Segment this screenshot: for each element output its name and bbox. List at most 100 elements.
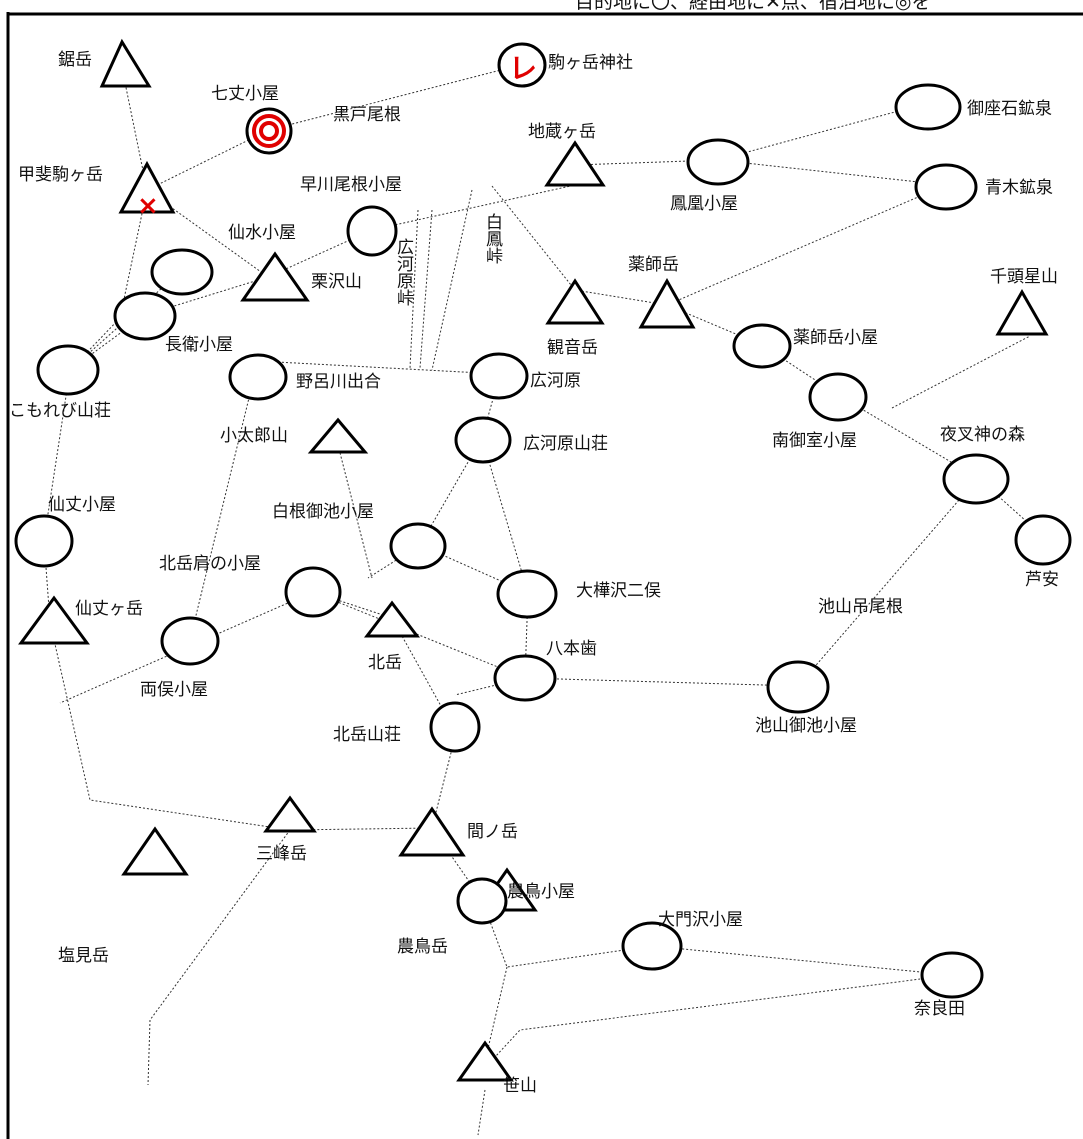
hut-chobee-goya (113, 291, 177, 341)
label-aoki-kosen: 青木鉱泉 (985, 178, 1053, 198)
hut-hoo-goya (686, 138, 750, 186)
label-ikeyama-tsurione: 池山吊尾根 (818, 597, 903, 617)
hut-hirogawara-sanso (454, 416, 512, 464)
route-hirogawara-toge-b (419, 209, 433, 369)
label-kitadake-katanokoya: 北岳肩の小屋 (159, 554, 261, 574)
label-norogawa-deai: 野呂川出合 (296, 372, 381, 392)
hut-gozaishi-kosen (894, 83, 962, 131)
peak-nokodake (99, 38, 152, 88)
peak-yakushidake (638, 277, 696, 329)
peak-sasayama (456, 1040, 514, 1082)
hut-kitadake-sanso (429, 701, 481, 753)
label-ikeyama-oike-goya: 池山御池小屋 (755, 716, 857, 736)
label-komorebi-sanso: こもれび山荘 (9, 401, 111, 421)
lodging-mark-inner (259, 121, 279, 141)
label-ashiyasu: 芦安 (1025, 570, 1059, 590)
label-gozaishi-kosen: 御座石鉱泉 (967, 99, 1052, 119)
route-hoo-gozaishi (717, 102, 929, 161)
label-ainodake: 間ノ岳 (467, 822, 518, 842)
route-sanso-shirane (367, 437, 483, 579)
label-yakushidake: 薬師岳 (628, 255, 679, 275)
label-shirane-oike-goya: 白根御池小屋 (272, 502, 374, 522)
label-narada: 奈良田 (914, 999, 965, 1019)
peak-kotarouyama (307, 417, 369, 454)
label-chobee-goya: 長衛小屋 (165, 335, 233, 355)
label-yashajin-no-mori: 夜叉神の森 (940, 425, 1025, 445)
label-notoridake: 農鳥岳 (397, 937, 448, 957)
route-hirogawara-sanso (481, 373, 501, 439)
label-mitsumine: 三峰岳 (256, 844, 307, 864)
route-ikeyama-yasha (797, 477, 979, 687)
peaks (18, 38, 1049, 1082)
hut-kitadake-katanokoya (284, 566, 342, 618)
peak-senzugaboshiyama (995, 288, 1049, 336)
label-hoo-toge: 白鳳峠 (482, 213, 503, 264)
route-hoo-toge-descent (431, 189, 473, 371)
hut-minamiomuro-goya (808, 372, 868, 422)
label-senjogatake: 仙丈ヶ岳 (75, 599, 143, 619)
route-kurisawa-sensui (267, 229, 373, 278)
header-instruction: 目的地に〇、経由地に✕点、宿泊地に◎を (575, 0, 931, 13)
route-kurisawa-chobee (144, 276, 269, 316)
label-kurotoone: 黒戸尾根 (333, 105, 401, 125)
peak-jizogatake (544, 140, 606, 187)
route-mitsumine-shiomi (149, 829, 291, 1021)
trail-routes (43, 64, 1046, 1136)
route-narada-sasayama (482, 974, 953, 1071)
hut-unnamed (150, 248, 214, 296)
hut-yakushidake-goya (732, 323, 792, 369)
hut-narada (920, 951, 984, 999)
hut-hachihonba (493, 654, 557, 702)
label-kitadake: 北岳 (368, 653, 402, 673)
hut-notori-goya (456, 877, 508, 925)
label-nokodake: 鋸岳 (58, 50, 92, 70)
label-hachihonba: 八本歯 (546, 639, 597, 659)
peak-shiomidake (121, 826, 189, 876)
label-jizogatake: 地蔵ヶ岳 (528, 122, 596, 142)
user-markers: レ × (137, 52, 537, 221)
hut-norogawa-deai (228, 353, 288, 401)
peak-kitadake (363, 600, 421, 638)
peak-kurisawayama (240, 251, 310, 302)
route-shiomi-south (147, 1019, 151, 1086)
place-labels: 鋸岳 駒ヶ岳神社 七丈小屋 黒戸尾根 甲斐駒ヶ岳 地蔵ヶ岳 御座石鉱泉 鳳凰小屋… (9, 50, 1059, 1096)
hut-shirane-oike-goya (389, 522, 447, 570)
label-kitadake-sanso: 北岳山荘 (333, 725, 401, 745)
label-hirogawara: 広河原 (530, 371, 581, 391)
hut-daimonzawa-goya (621, 921, 683, 971)
huts (14, 42, 1072, 999)
label-hayakawa-one-goya: 早川尾根小屋 (300, 175, 402, 195)
label-ryomata-goya: 両俣小屋 (140, 680, 208, 700)
hut-senjo-goya (14, 514, 74, 568)
label-sasayama: 笹山 (503, 1076, 537, 1096)
label-daimonzawa-goya: 大門沢小屋 (658, 910, 743, 930)
label-kurisawayama: 栗沢山 (311, 272, 362, 292)
label-hirogawara-toge: 広河原峠 (393, 238, 414, 306)
hut-aoki-kosen (914, 163, 978, 211)
label-notori-goya: 農鳥小屋 (507, 882, 575, 902)
lodging-mark-outer (252, 114, 286, 148)
route-komorebi-senjo (43, 369, 71, 623)
peak-kaikomagatake (118, 160, 176, 214)
hut-komagatake-jinja (497, 42, 547, 88)
peak-mitsumine (263, 795, 317, 833)
waypoint-x-mark: × (137, 191, 159, 221)
destination-check-mark: レ (509, 52, 537, 85)
label-sensui-goya: 仙水小屋 (228, 223, 296, 243)
label-komagatake-jinja: 駒ヶ岳神社 (548, 53, 633, 73)
route-sasayama-south (477, 1089, 486, 1136)
hut-yashajin-no-mori (942, 453, 1010, 505)
route-chobee-hirogawara (257, 360, 501, 375)
hut-ashiyasu (1014, 514, 1072, 566)
hut-komorebi-sanso (36, 344, 100, 396)
peak-kannondake (545, 278, 605, 325)
label-senjo-goya: 仙丈小屋 (48, 495, 116, 515)
label-okanbasawa-nimata: 大樺沢二俣 (576, 581, 661, 601)
hut-sensui-goya (346, 205, 398, 257)
label-hoo-goya: 鳳凰小屋 (670, 194, 738, 214)
label-minamiomuro-goya: 南御室小屋 (772, 431, 857, 451)
route-shichijo-jinja (268, 64, 521, 131)
label-shiomidake: 塩見岳 (58, 946, 109, 966)
route-sanso-futamata (481, 437, 529, 594)
